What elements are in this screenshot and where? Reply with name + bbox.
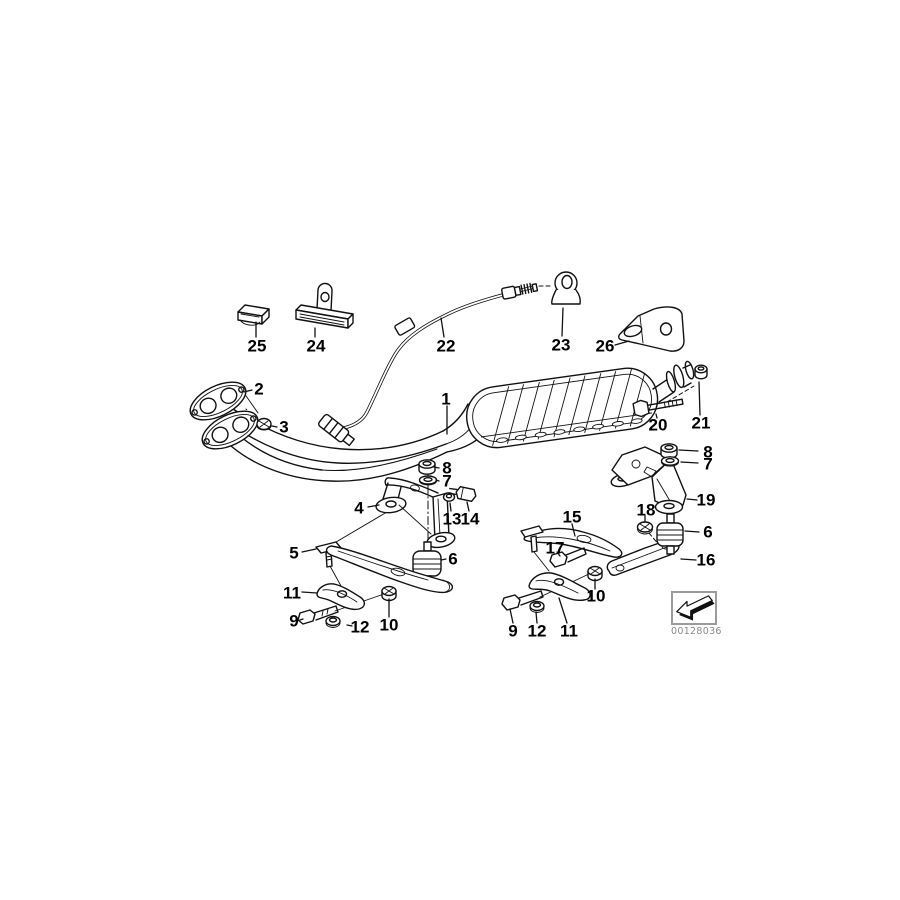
nut-8-center (418, 459, 436, 475)
diagram-watermark: 00128036 (671, 591, 722, 637)
nut-3 (256, 417, 272, 431)
part-callout-6[interactable]: 6 (703, 522, 713, 542)
bolt-20 (632, 398, 684, 418)
washer-12-right (529, 600, 545, 613)
direction-arrow-icon (671, 591, 717, 625)
part-callout-17[interactable]: 17 (545, 538, 565, 558)
part-callout-3[interactable]: 3 (279, 417, 289, 437)
strap-15 (520, 525, 623, 558)
clip-25 (237, 304, 270, 326)
part-callout-12[interactable]: 12 (527, 621, 547, 641)
bolt-9-right (501, 590, 544, 611)
bracket-19 (610, 446, 687, 515)
part-callout-9[interactable]: 9 (289, 611, 299, 631)
part-callout-18[interactable]: 18 (636, 500, 656, 520)
rubber-mount-6-right (656, 513, 684, 555)
bracket-11-left (316, 583, 366, 611)
leader-lines (243, 307, 701, 627)
bracket-24 (295, 282, 354, 329)
oxygen-sensor-cable (318, 282, 539, 447)
washer-7-center (418, 475, 438, 486)
part-callout-11[interactable]: 11 (560, 621, 578, 641)
part-callout-1[interactable]: 1 (441, 389, 451, 409)
part-callout-16[interactable]: 16 (696, 550, 716, 570)
washer-7-right (660, 456, 680, 467)
nut-18 (636, 521, 654, 535)
part-callout-22[interactable]: 22 (436, 336, 456, 356)
catalytic-converter (465, 366, 659, 449)
part-callout-9[interactable]: 9 (508, 621, 518, 641)
support-strap-left (325, 545, 454, 594)
sensor-connector (501, 282, 539, 300)
part-callout-8[interactable]: 8 (442, 458, 452, 478)
part-callout-20[interactable]: 20 (648, 415, 668, 435)
part-callout-10[interactable]: 10 (586, 586, 606, 606)
bolt-17 (549, 547, 587, 568)
part-callout-14[interactable]: 14 (460, 509, 480, 529)
sensor-body (318, 413, 355, 447)
grommet-holder-23 (551, 271, 581, 305)
part-callout-25[interactable]: 25 (247, 336, 267, 356)
part-callout-7[interactable]: 7 (442, 471, 452, 491)
part-callout-8[interactable]: 8 (703, 442, 713, 462)
part-callout-21[interactable]: 21 (691, 413, 711, 433)
bracket-11-right (528, 572, 591, 602)
part-callout-7[interactable]: 7 (703, 454, 713, 474)
part-callout-13[interactable]: 13 (442, 509, 462, 529)
part-callout-2[interactable]: 2 (254, 379, 264, 399)
flange-gasket-upper (189, 381, 247, 421)
bracket-4 (375, 477, 456, 549)
bolt-14 (448, 485, 477, 503)
flange-gasket-lower (201, 410, 259, 450)
nut-21 (694, 364, 708, 380)
part-callout-4[interactable]: 4 (354, 498, 364, 518)
part-callout-11[interactable]: 11 (283, 583, 301, 603)
bracket-26 (618, 306, 685, 352)
nut-8-right (660, 443, 678, 459)
part-callout-26[interactable]: 26 (595, 336, 615, 356)
part-callout-19[interactable]: 19 (696, 490, 716, 510)
washer-12-left (325, 615, 341, 628)
bolt-9-left (297, 605, 339, 625)
part-callout-15[interactable]: 15 (562, 507, 582, 527)
part-callout-24[interactable]: 24 (306, 336, 326, 356)
diagram-id-code: 00128036 (671, 626, 722, 637)
tailpipe-flange (652, 360, 695, 403)
part-callout-23[interactable]: 23 (551, 335, 571, 355)
part-callout-10[interactable]: 10 (379, 615, 399, 635)
part-callout-5[interactable]: 5 (289, 543, 299, 563)
construction-lines (243, 392, 590, 612)
part-callout-12[interactable]: 12 (350, 617, 370, 637)
nut-10-right (587, 565, 603, 582)
part-callout-6[interactable]: 6 (448, 549, 458, 569)
